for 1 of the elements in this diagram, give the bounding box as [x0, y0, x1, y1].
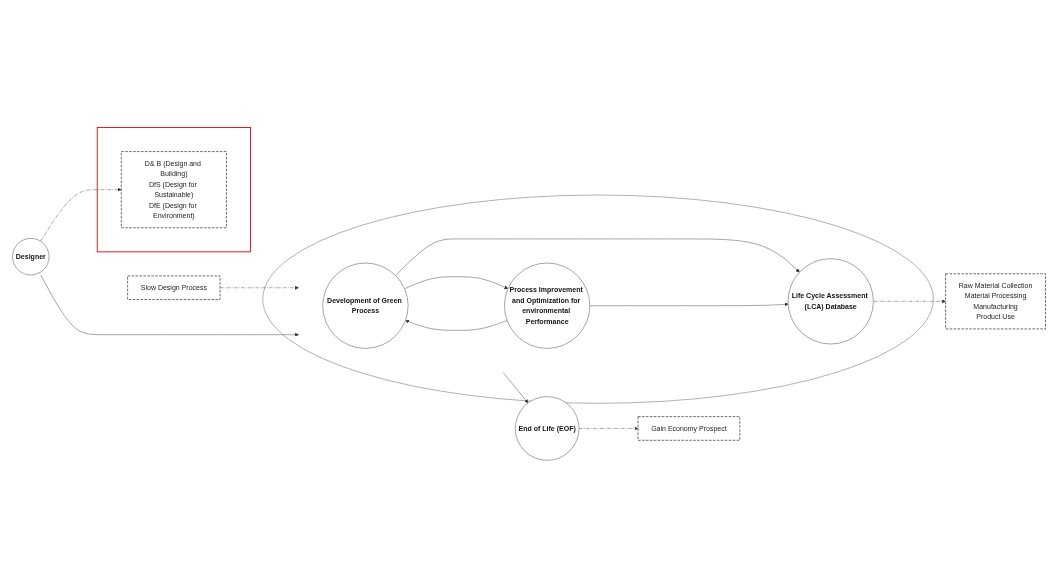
- cluster: [96, 126, 251, 252]
